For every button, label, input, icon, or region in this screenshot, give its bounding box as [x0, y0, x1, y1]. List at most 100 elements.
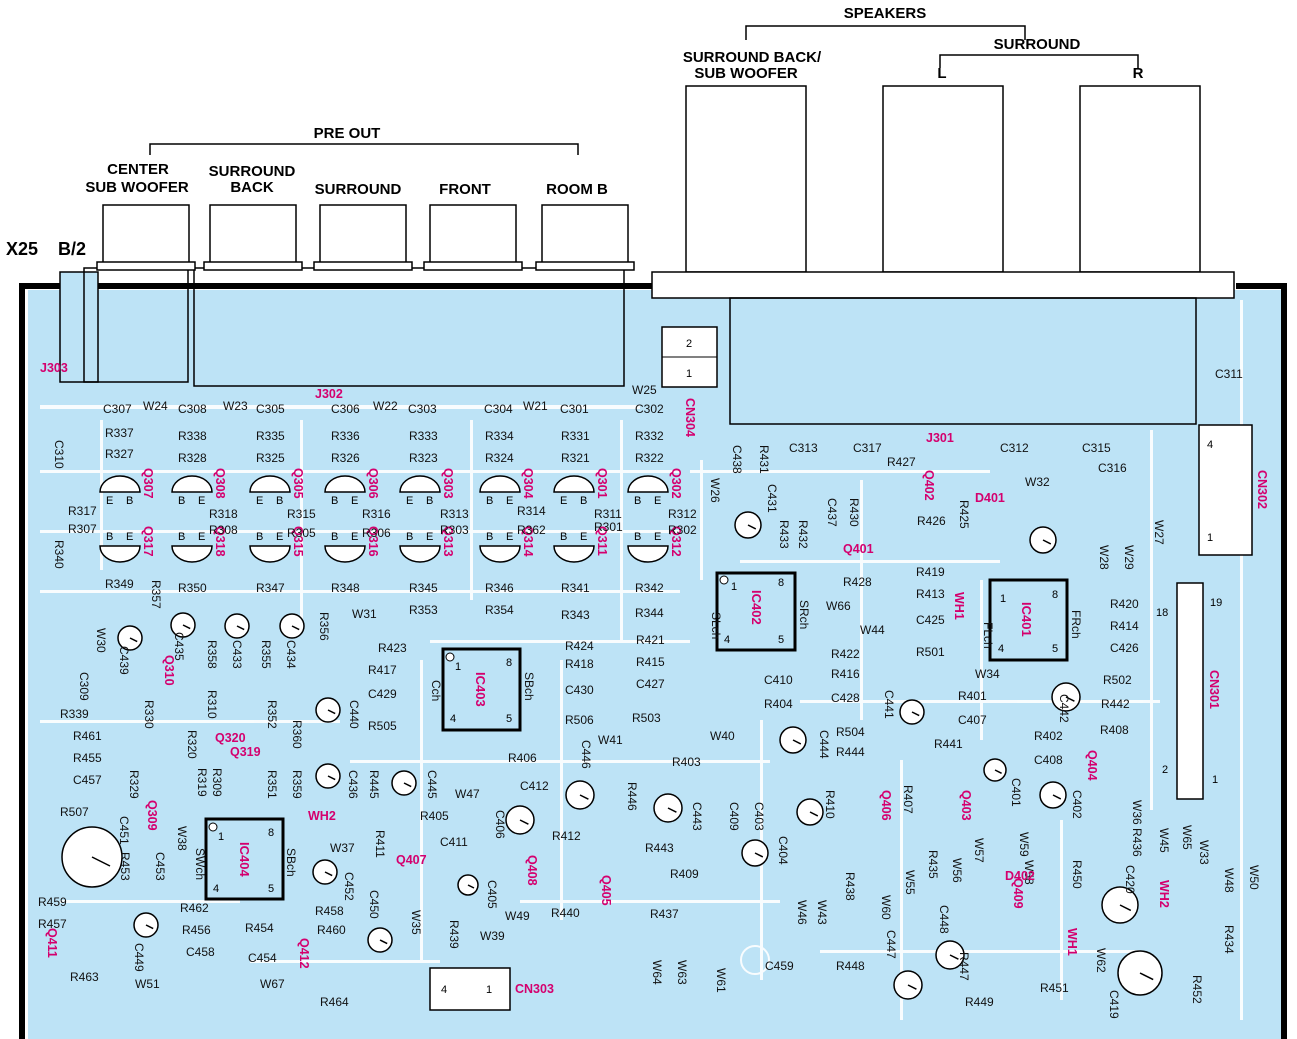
ref-r358: R358: [205, 640, 219, 669]
ref-c446: C446: [579, 740, 593, 769]
ref-c411: C411: [440, 835, 468, 849]
ref-c438: C438: [730, 445, 744, 474]
ref-c401: C401: [1009, 778, 1023, 807]
ref-r309: R309: [210, 768, 224, 797]
transistor-pin-label: B: [178, 531, 185, 543]
ic401-pin-4: 4: [998, 643, 1004, 655]
ic404-outline: [204, 817, 285, 901]
transistor-pin-label: E: [654, 495, 661, 507]
transistor-pin-label: B: [560, 531, 567, 543]
cn301: 19 18 2 1: [1156, 582, 1222, 800]
capacitor-icon: [935, 940, 965, 970]
ic401-outline: [988, 578, 1069, 662]
ref-w57: W57: [972, 838, 986, 863]
ref-w32: W32: [1025, 475, 1050, 489]
ref-r353: R353: [409, 603, 438, 617]
ref-w66: W66: [826, 599, 851, 613]
ic403-outline: [441, 647, 522, 732]
ref-r328: R328: [178, 451, 207, 465]
ref-r501: R501: [916, 645, 945, 659]
capacitor-icon: [1117, 950, 1163, 996]
transistor-pin-label: E: [654, 531, 661, 543]
ref-r427: R427: [887, 455, 916, 469]
ref-r403: R403: [672, 755, 701, 769]
ic404-right-channel: SBch: [284, 848, 298, 877]
ic402-right-channel: SRch: [797, 600, 811, 629]
ref-r301: R301: [594, 520, 623, 534]
ref-c449: C449: [132, 943, 146, 972]
ref-r505: R505: [368, 719, 397, 733]
ref-r411: R411: [373, 830, 387, 858]
ref-r431: R431: [757, 445, 771, 474]
capacitor-icon: [1101, 886, 1139, 924]
transistor-pin-label: B: [426, 495, 433, 507]
ic401-pin-5: 5: [1052, 643, 1058, 655]
transistor-pin-label: B: [331, 495, 338, 507]
cn303: 4 1: [429, 967, 511, 1011]
ref-r324: R324: [485, 451, 514, 465]
ref-r357: R357: [149, 580, 163, 609]
ref-r407: R407: [901, 785, 915, 814]
ref-r327: R327: [105, 447, 134, 461]
ref-w31: W31: [352, 607, 377, 621]
ref-r316: R316: [362, 507, 391, 521]
ic403-right-channel: SBch: [522, 672, 536, 701]
ref-r313: R313: [440, 507, 469, 521]
capacitor-icon: [505, 805, 535, 835]
capacitor-icon: [796, 798, 824, 826]
transistor-label: Q311: [595, 526, 609, 556]
ref-w26: W26: [708, 478, 722, 503]
ref-c303: C303: [408, 402, 437, 416]
ref-w67: W67: [260, 977, 285, 991]
ref-r335: R335: [256, 429, 285, 443]
transistor-label: Q307: [141, 468, 155, 499]
transistor-pin-label: E: [198, 495, 205, 507]
ref-c430: C430: [565, 683, 594, 697]
part-q412: Q412: [297, 938, 311, 969]
ref-r456: R456: [182, 923, 211, 937]
transistor-label: Q301: [595, 468, 609, 499]
pre-out-label: PRE OUT: [314, 125, 381, 142]
ic403-label: IC403: [473, 672, 488, 707]
cn303-pin-4: 4: [441, 984, 447, 996]
ref-c453: C453: [153, 852, 167, 881]
ic401-right-channel: FRch: [1069, 610, 1083, 639]
cn301-pin-18: 18: [1156, 607, 1168, 619]
transistor-label: Q303: [441, 468, 455, 499]
ref-r308: R308: [209, 523, 238, 537]
capacitor-icon: [170, 612, 196, 638]
transistor-pin-label: B: [486, 495, 493, 507]
ref-w34: W34: [975, 667, 1000, 681]
ic401-pin-1: 1: [1000, 593, 1006, 605]
part-q411: Q411: [45, 928, 59, 958]
ref-r416: R416: [831, 667, 860, 681]
transistor-label: Q318: [213, 526, 227, 557]
ref-r445: R445: [367, 770, 381, 799]
part-q309: Q309: [145, 800, 159, 831]
ref-r413: R413: [916, 587, 945, 601]
part-q403: Q403: [959, 790, 973, 821]
ic401-pin-8: 8: [1052, 589, 1058, 601]
capacitor-icon: [224, 613, 250, 639]
transistor-label: Q315: [291, 526, 305, 557]
ref-r428: R428: [843, 575, 872, 589]
ref-r320: R320: [185, 730, 199, 759]
capacitor-icon: [983, 758, 1007, 782]
ref-r314: R314: [517, 504, 546, 518]
ref-c412: C412: [520, 779, 549, 793]
center-sub-woofer-label-2: SUB WOOFER: [85, 179, 188, 196]
ref-c426: C426: [1110, 641, 1139, 655]
ic404-pin-4: 4: [213, 883, 219, 895]
cn304-pin-1: 1: [686, 368, 692, 380]
ref-r351: R351: [265, 770, 279, 799]
ref-c315: C315: [1082, 441, 1111, 455]
ref-w48: W48: [1222, 868, 1236, 893]
ref-r354: R354: [485, 603, 514, 617]
ref-c434: C434: [284, 640, 298, 669]
